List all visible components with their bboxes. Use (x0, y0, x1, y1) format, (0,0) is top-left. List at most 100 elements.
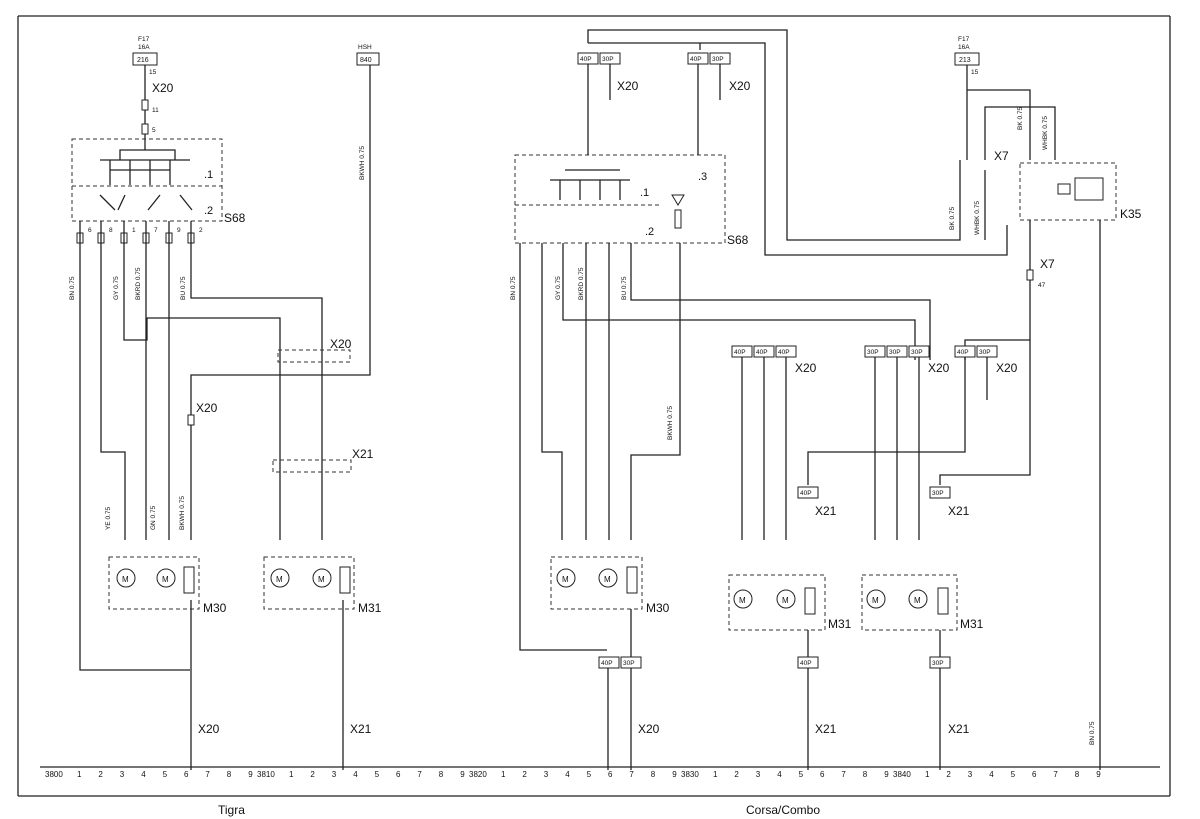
ruler-tick-label: 9 (884, 770, 889, 779)
ruler-tick-label: 6 (820, 770, 825, 779)
motor-symbol: M (276, 575, 283, 584)
pin-box: 30P (602, 56, 614, 63)
ruler-tick-label: 2 (946, 770, 951, 779)
fuse-code: 216 (137, 57, 149, 64)
pin-box: 30P (932, 490, 944, 497)
ruler-tick-label: 2 (522, 770, 527, 779)
wire (607, 609, 941, 770)
motor-symbol: M (739, 596, 746, 605)
pin-number: 2 (199, 227, 203, 234)
component-label: S68 (727, 233, 749, 247)
connector-label: X7 (1040, 257, 1055, 271)
pin-box: 40P (957, 349, 969, 356)
wire (190, 600, 344, 770)
ruler-tick-label: 1 (501, 770, 506, 779)
motor-symbol: M (122, 575, 129, 584)
fuse-code: 213 (959, 57, 971, 64)
pin-box: 40P (734, 349, 746, 356)
wire (541, 243, 563, 540)
wire-label: GY 0.75 (113, 276, 120, 300)
wire-label: BK 0.75 (1017, 106, 1024, 130)
ruler-tick-label: 7 (417, 770, 422, 779)
connector-label: X20 (928, 361, 950, 375)
wire-label: BKWH 0.75 (667, 406, 674, 440)
switch-mark: .1 (640, 187, 649, 199)
wire-label: WHBK 0.75 (974, 201, 981, 235)
connector-label: X21 (815, 722, 837, 736)
motor-symbol: M (162, 575, 169, 584)
caption-tigra: Tigra (218, 803, 245, 817)
wire-label: BN 0.75 (1089, 721, 1096, 745)
pin-box: 30P (932, 660, 944, 667)
pin-number: 47 (1038, 282, 1046, 289)
motor-icon (556, 568, 576, 588)
ruler-tick-label: 1 (713, 770, 718, 779)
pin-icon (141, 99, 149, 111)
ruler-tick-label: 8 (1075, 770, 1080, 779)
wire (807, 340, 1031, 485)
ruler-tick-label: 6 (1032, 770, 1037, 779)
pin-number: 11 (152, 107, 159, 114)
connector-label: X21 (815, 504, 837, 518)
ruler-tick-label: 5 (587, 770, 592, 779)
component-label: M30 (203, 601, 227, 615)
wire (519, 243, 607, 651)
pin-box-group: 40P 40P 40P 30P 30P 30P 40P 30P (731, 345, 998, 358)
pin-number: 8 (109, 227, 113, 234)
ruler-tick-label: 2 (310, 770, 315, 779)
ruler-tick-label: 7 (205, 770, 210, 779)
pin-number: 5 (152, 127, 156, 134)
motor-icon (312, 568, 332, 588)
switch-contacts-icon (100, 140, 190, 185)
wire (190, 221, 323, 540)
connector-label: X20 (795, 361, 817, 375)
ruler-tick-label: 8 (439, 770, 444, 779)
ruler-tick-label: 9 (672, 770, 677, 779)
heater-icon (626, 566, 638, 594)
connector-label: X20 (330, 337, 352, 351)
ruler-tick-label: 3 (120, 770, 125, 779)
wire (587, 29, 1031, 241)
pin-box: 40P (756, 349, 768, 356)
ruler-tick-label: 8 (863, 770, 868, 779)
motor-icon (116, 568, 136, 588)
pin-icon (187, 414, 195, 426)
wire (100, 221, 126, 540)
connector-label: X20 (996, 361, 1018, 375)
motor-icon (156, 568, 176, 588)
pin-box: 40P (601, 660, 613, 667)
wire (630, 243, 931, 360)
fuse-label: F17 (138, 36, 150, 43)
motor-symbol: M (914, 596, 921, 605)
wire-label: GY 0.75 (555, 276, 562, 300)
connector-label: X20 (196, 401, 218, 415)
wire (588, 42, 1008, 256)
wire (741, 357, 920, 540)
pin-box-group: 40P 30P (797, 486, 951, 499)
wire-label: BK 0.75 (949, 206, 956, 230)
motor-m31-outline (263, 556, 355, 610)
wire (984, 106, 1056, 240)
ruler-tick-label: 5 (1011, 770, 1016, 779)
pin-box: 40P (800, 660, 812, 667)
connector-label: X21 (352, 447, 374, 461)
fuse-rating: 16A (138, 44, 150, 51)
s68-pins-left: 6 8 1 7 9 2 (76, 227, 203, 244)
fuse-label: HSH (358, 44, 372, 51)
ruler-tick-label: 7 (629, 770, 634, 779)
resistor-icon (674, 209, 682, 229)
wire-label: BKWH 0.75 (179, 496, 186, 530)
ruler-tick-label: 8 (651, 770, 656, 779)
switch-s68-outline (71, 138, 223, 222)
motor-symbol: M (562, 575, 569, 584)
pin-box: 30P (867, 349, 879, 356)
ruler-group-label: 3840 (893, 770, 911, 779)
pin-number: 6 (88, 227, 92, 234)
switch-mark: .1 (204, 169, 213, 181)
component-label: K35 (1120, 207, 1142, 221)
caption-corsa-combo: Corsa/Combo (746, 803, 820, 817)
ruler-tick-label: 9 (460, 770, 465, 779)
pin-box: 40P (580, 56, 592, 63)
connector-label: X20 (198, 722, 220, 736)
heater-icon (339, 566, 351, 594)
